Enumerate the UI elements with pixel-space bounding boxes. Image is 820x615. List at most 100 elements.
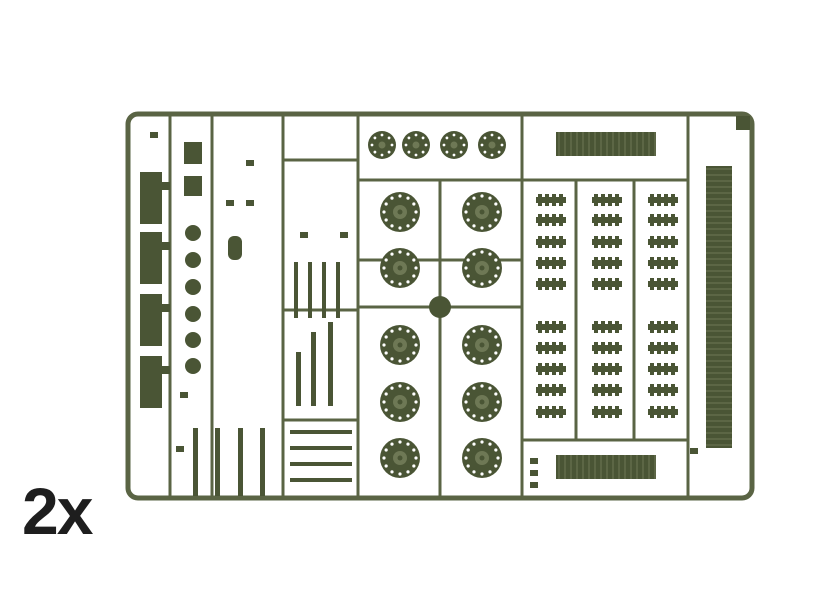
small-strut — [336, 276, 340, 290]
track-link-tooth — [657, 194, 661, 206]
wheel-bolt — [398, 384, 402, 388]
wheel-bolt — [488, 357, 492, 361]
track-link-tooth — [671, 278, 675, 290]
track-link-tooth — [664, 321, 668, 333]
wheel-bolt — [412, 464, 416, 468]
rod-part — [290, 462, 352, 466]
wheel-bolt — [488, 280, 492, 284]
side-block — [140, 232, 162, 284]
track-link-tooth — [615, 278, 619, 290]
wheel-bolt — [480, 384, 484, 388]
track-link — [592, 197, 622, 203]
wheel-bolt — [384, 335, 388, 339]
small-wheel-hub — [412, 141, 420, 149]
small-wheel-hole — [387, 150, 391, 154]
small-strut — [308, 262, 312, 276]
rod-part — [215, 428, 220, 496]
top-block — [184, 142, 202, 164]
wheel-bolt — [412, 218, 416, 222]
wheel-bolt — [414, 456, 418, 460]
slim-part — [296, 352, 301, 406]
track-belt — [556, 132, 656, 156]
small-strut — [322, 276, 326, 290]
track-link-tooth — [608, 278, 612, 290]
top-block — [184, 176, 202, 196]
wheel-bolt — [466, 258, 470, 262]
wheel-bolt — [412, 202, 416, 206]
track-link — [536, 281, 566, 287]
wheel-bolt — [464, 266, 468, 270]
small-strut — [294, 304, 298, 318]
track-link-tooth — [545, 384, 549, 396]
track-link — [536, 239, 566, 245]
wheel-bolt — [390, 252, 394, 256]
track-link — [648, 366, 678, 372]
wheel-bolt — [390, 224, 394, 228]
side-block — [140, 356, 162, 408]
track-link-tooth — [650, 384, 654, 396]
track-link-tooth — [538, 384, 542, 396]
wheel-bolt — [384, 202, 388, 206]
hub-center — [397, 399, 403, 405]
small-wheel-hole — [373, 136, 377, 140]
track-link-tooth — [559, 384, 563, 396]
wheel-bolt — [390, 357, 394, 361]
track-link-tooth — [559, 236, 563, 248]
track-link-tooth — [657, 363, 661, 375]
track-link-tooth — [538, 342, 542, 354]
track-link — [536, 260, 566, 266]
track-link-tooth — [552, 384, 556, 396]
track-link-tooth — [657, 214, 661, 226]
wheel-bolt — [390, 442, 394, 446]
small-strut — [308, 290, 312, 304]
wheel-bolt — [472, 442, 476, 446]
side-block — [140, 172, 162, 224]
track-link-tooth — [664, 406, 668, 418]
wheel-bolt — [464, 400, 468, 404]
hub-center — [397, 265, 403, 271]
wheel-bolt — [390, 196, 394, 200]
small-wheel-hole — [390, 143, 394, 147]
tiny-part — [690, 448, 698, 454]
track-link — [592, 324, 622, 330]
wheel-bolt — [398, 226, 402, 230]
slim-part — [328, 322, 333, 406]
track-link-tooth — [594, 342, 598, 354]
track-link-tooth — [671, 214, 675, 226]
wheel-bolt — [472, 224, 476, 228]
track-link-tooth — [559, 406, 563, 418]
track-link — [648, 409, 678, 415]
track-link-tooth — [594, 257, 598, 269]
wheel-bolt — [496, 456, 500, 460]
track-link — [536, 217, 566, 223]
rod-part — [238, 428, 243, 496]
track-link-tooth — [615, 406, 619, 418]
track-link-tooth — [608, 384, 612, 396]
track-link-tooth — [671, 384, 675, 396]
track-link-tooth — [608, 257, 612, 269]
track-link — [592, 260, 622, 266]
wheel-bolt — [412, 392, 416, 396]
wheel-bolt — [466, 202, 470, 206]
wheel-bolt — [398, 282, 402, 286]
track-link-tooth — [552, 363, 556, 375]
track-link — [648, 281, 678, 287]
small-strut — [336, 262, 340, 276]
wheel-bolt — [384, 464, 388, 468]
tiny-part — [246, 200, 254, 206]
wheel-bolt — [390, 280, 394, 284]
small-wheel-hub — [378, 141, 386, 149]
wheel-bolt — [488, 252, 492, 256]
wheel-bolt — [406, 357, 410, 361]
rod-part — [290, 446, 352, 450]
track-link-tooth — [664, 278, 668, 290]
small-strut — [308, 304, 312, 318]
wheel-bolt — [406, 224, 410, 228]
wheel-bolt — [412, 274, 416, 278]
wheel-bolt — [466, 218, 470, 222]
wheel-bolt — [480, 250, 484, 254]
small-parts-group — [140, 132, 698, 496]
track-link-tooth — [664, 363, 668, 375]
track-link — [536, 366, 566, 372]
track-link-tooth — [650, 406, 654, 418]
